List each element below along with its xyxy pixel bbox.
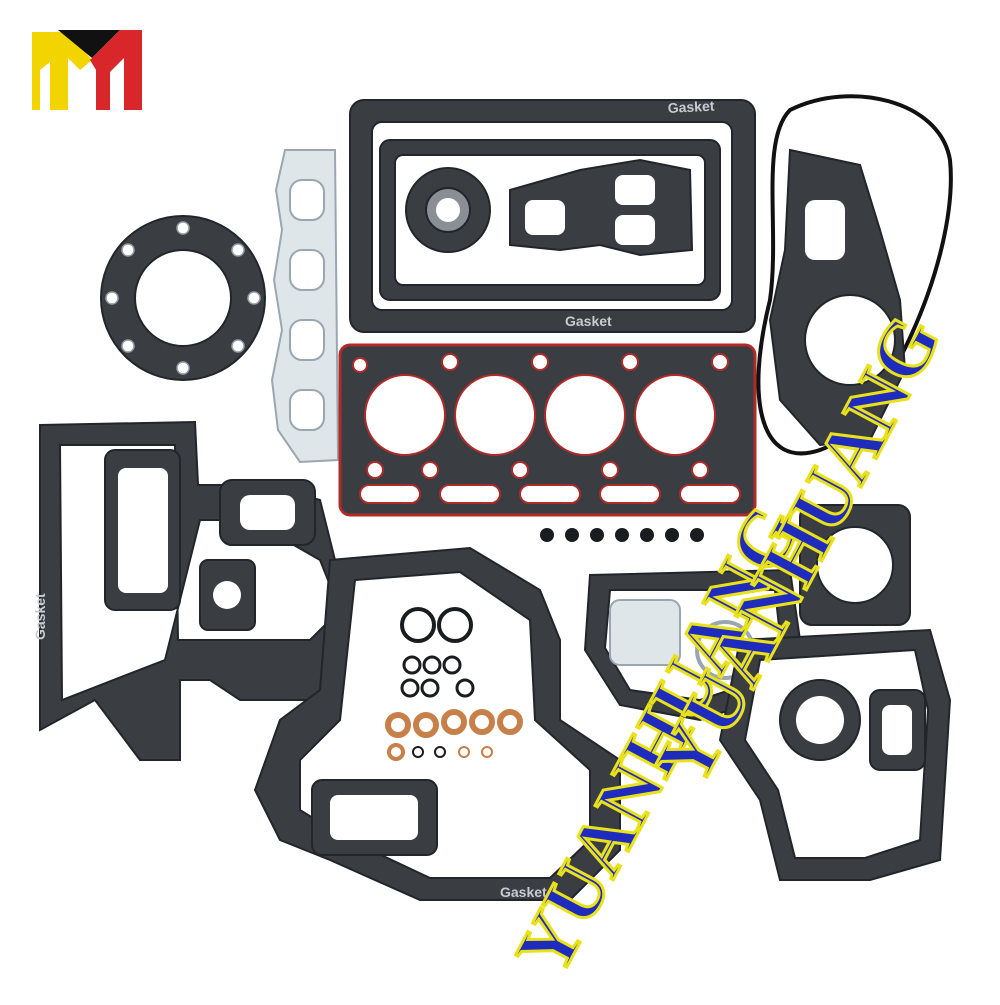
oil-pan-gasket [349, 99, 756, 333]
timing-cover-gasket [583, 568, 802, 722]
side-cover-gasket [799, 504, 911, 626]
stamp-text: Gasket [32, 593, 48, 640]
stamp-text: Gasket [500, 884, 547, 900]
copper-washers [385, 709, 523, 761]
water-pump-gasket [768, 148, 907, 447]
gasket-stamps: Gasket Gasket Gasket Gasket [32, 98, 715, 900]
flange-bolt-holes [105, 221, 261, 375]
rubber-seal-loop [756, 94, 953, 456]
stamp-text: Gasket [667, 98, 715, 116]
stamp-text: Gasket [565, 313, 612, 329]
head-gasket-water-holes [352, 353, 729, 479]
o-rings [400, 607, 475, 698]
round-flange-gasket [100, 215, 266, 381]
valve-stem-seals [540, 528, 704, 542]
gear-case-gasket [39, 420, 371, 761]
brand-logo [32, 30, 142, 110]
rear-plate-gasket [718, 628, 952, 881]
cylinder-head-gasket [338, 343, 757, 517]
manifold-gasket [270, 149, 340, 464]
